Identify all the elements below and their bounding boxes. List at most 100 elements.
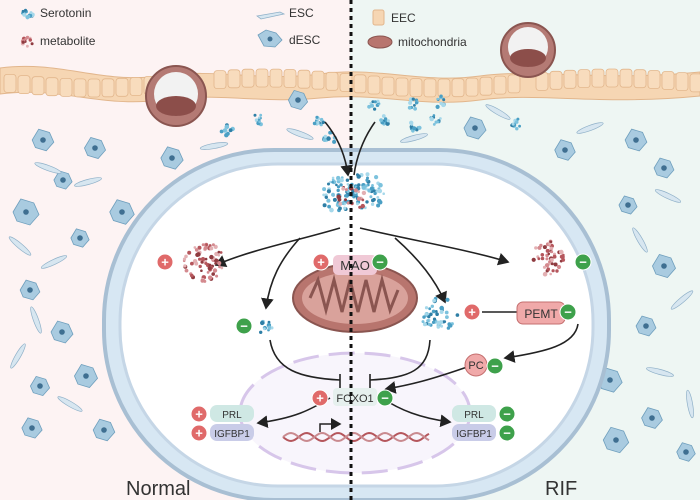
serotonin-cluster-7 [435,94,446,109]
legend-esc-label: ESC [289,6,314,20]
metabolite-rif [531,239,566,277]
mao-label-box: MAO [333,255,377,275]
esc-cell [400,133,428,143]
desc-cell [641,407,663,429]
desc-cell [676,442,696,462]
eec-cell [619,68,633,88]
desc-cell [74,363,99,389]
legend-mitochondria-icon [367,35,393,49]
eec-cell [101,78,115,98]
metabolite-normal [182,242,224,283]
desc-cell [53,170,73,190]
foxo1-label: FOXO1 [336,393,373,405]
esc-cell [654,189,682,203]
eec-cell [17,75,31,94]
desc-cell [70,228,90,248]
svg-text:+: + [317,255,325,270]
serotonin-cluster-0 [219,123,235,138]
eec-cell [381,76,395,96]
eec-cell [59,78,73,97]
svg-text:−: − [503,407,511,422]
pemt-label: PEMT [524,307,558,321]
eec-cell [633,69,647,89]
desc-cell [554,139,576,161]
normal-targets: PRL IGFBP1 [210,405,254,441]
desc-cell [92,418,116,442]
pc-node: PC [464,353,488,377]
desc-cell [602,426,630,454]
desc-cell [21,417,43,439]
eec-cell [87,78,101,98]
eec-cell [577,69,591,88]
esc-cell [10,343,26,369]
esc-cell [576,122,604,134]
svg-text:+: + [316,391,324,406]
prl-label-rif: PRL [464,410,484,421]
badge-minus-prl: − [498,405,516,423]
legend-desc-nucleus [267,36,273,42]
serotonin-small-clusters [259,296,460,334]
desc-cell [463,116,487,140]
esc-cell [8,236,32,256]
eec-cell [591,68,605,88]
eec-cell [73,78,87,98]
svg-text:+: + [161,255,169,270]
legend-serotonin-dots [21,8,35,20]
desc-cell [19,279,41,301]
mao-label: MAO [340,258,370,273]
desc-cell [84,136,107,160]
eec-cell [129,77,143,96]
esc-cell [632,227,648,253]
extracellular-serotonin [219,94,521,144]
badge-plus-foxo1: + [311,389,329,407]
eec-cell [423,78,437,98]
desc-cell [287,89,309,111]
svg-text:−: − [579,255,587,270]
serotonin-cluster-2 [312,115,326,127]
svg-text:−: − [503,426,511,441]
eec-cell [605,68,619,88]
eec-cell [325,71,339,91]
eec-cell [283,69,297,88]
badge-minus-mao-rif: − [371,253,389,271]
badge-plus-serotonin-rif: + [463,303,481,321]
regulation-badges: ++−−−+−−+−++−− [156,253,592,442]
svg-text:−: − [381,391,389,406]
intracellular-serotonin [322,172,386,213]
embryo-rif [500,22,556,78]
eec-cell [409,78,423,97]
eec-cell [549,70,563,90]
serotonin-cluster-4 [367,99,381,111]
rif-panel-title: RIF [545,478,577,500]
eec-cell [311,70,325,90]
desc-cell [160,146,184,170]
desc-cell [653,157,675,179]
mitochondrion [292,263,418,333]
legend-eec-icon [372,9,385,26]
svg-text:+: + [195,426,203,441]
stromal-cells [8,89,696,462]
transcription-start-arrow [319,418,342,432]
legend-eec-label: EEC [391,11,416,25]
eec-cell [45,77,59,97]
esc-cell [670,290,694,310]
nucleus [238,351,472,475]
svg-text:+: + [195,407,203,422]
svg-text:−: − [376,255,384,270]
badge-minus-serotonin-normal: − [235,317,253,335]
desc-cell [109,199,135,225]
badge-minus-igfbp1: − [498,424,516,442]
eec-cell [451,78,465,98]
serotonin-cluster-6 [407,97,419,111]
legend-desc-label: dESC [289,33,321,47]
esc-cell [646,367,674,377]
eec-cell [31,76,45,96]
eec-cell [493,75,507,95]
badge-minus-foxo1: − [376,389,394,407]
serotonin-cluster-10 [510,117,521,131]
desc-cell [50,320,74,344]
eec-cell [661,71,675,90]
esc-cell [30,306,42,334]
badge-minus-pc: − [486,357,504,375]
